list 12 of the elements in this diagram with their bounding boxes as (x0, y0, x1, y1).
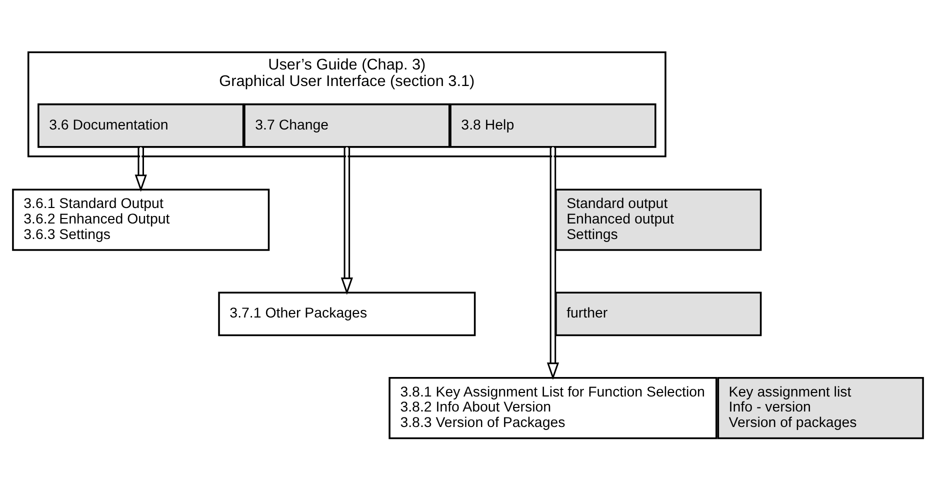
arrow (134, 146, 147, 192)
node-box: 3.7 Change (244, 102, 450, 148)
arrow (546, 146, 560, 380)
node-box: 3.8 Help (450, 102, 656, 148)
node-box: 3.6 Documentation (38, 102, 244, 148)
arrow (340, 146, 353, 294)
node-box: Key assignment list Info - version Version of packages (717, 376, 924, 439)
node-box: further (555, 291, 762, 336)
node-box: 3.7.1 Other Packages (218, 291, 476, 336)
node-box: 3.6.1 Standard Output 3.6.2 Enhanced Output 3.6.3 Settings (12, 188, 270, 250)
node-box: 3.8.1 Key Assignment List for Function Selection 3.8.2 Info About Version 3.8.3 Version of Packages (388, 376, 718, 439)
node-box: Standard output Enhanced output Settings (555, 188, 762, 250)
